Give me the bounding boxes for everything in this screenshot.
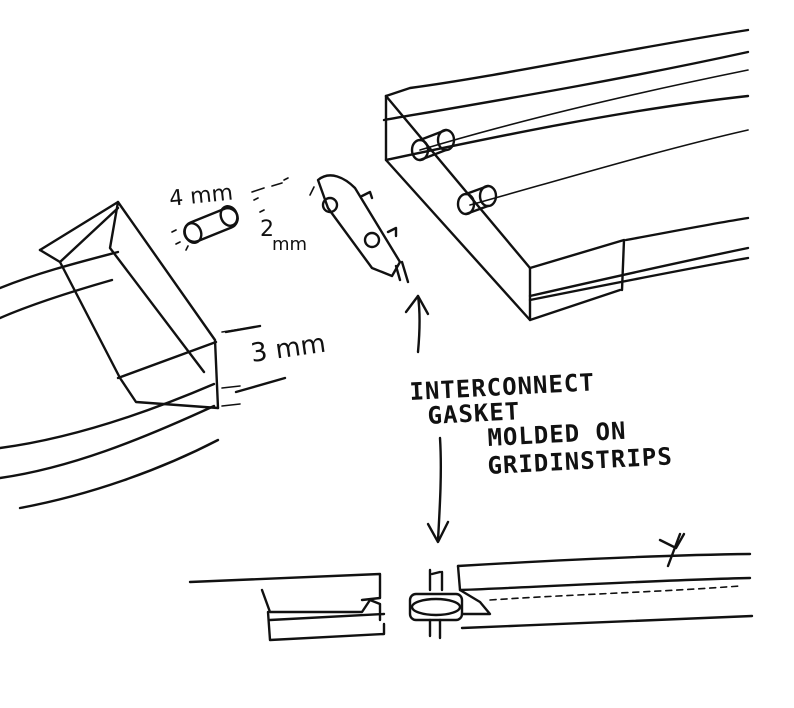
right-grid-block (382, 28, 750, 322)
dimension-3mm: 3 mm (224, 324, 328, 394)
up-arrow (404, 294, 430, 354)
slanted-connector (283, 174, 410, 284)
interconnect-note: INTERCONNECT GASKET MOLDED ON GRIDINSTRI… (409, 368, 674, 480)
cross-section (188, 532, 754, 642)
dim-2-label: 2 (260, 217, 274, 242)
left-grid-strip (0, 200, 249, 510)
down-arrow (426, 436, 450, 544)
note-line-2: GASKET (427, 397, 521, 430)
gasket-capsule: 4 mm 2 mm (168, 180, 307, 255)
dim-3mm-label: 3 mm (249, 329, 328, 369)
dim-mm-label: mm (272, 234, 307, 255)
